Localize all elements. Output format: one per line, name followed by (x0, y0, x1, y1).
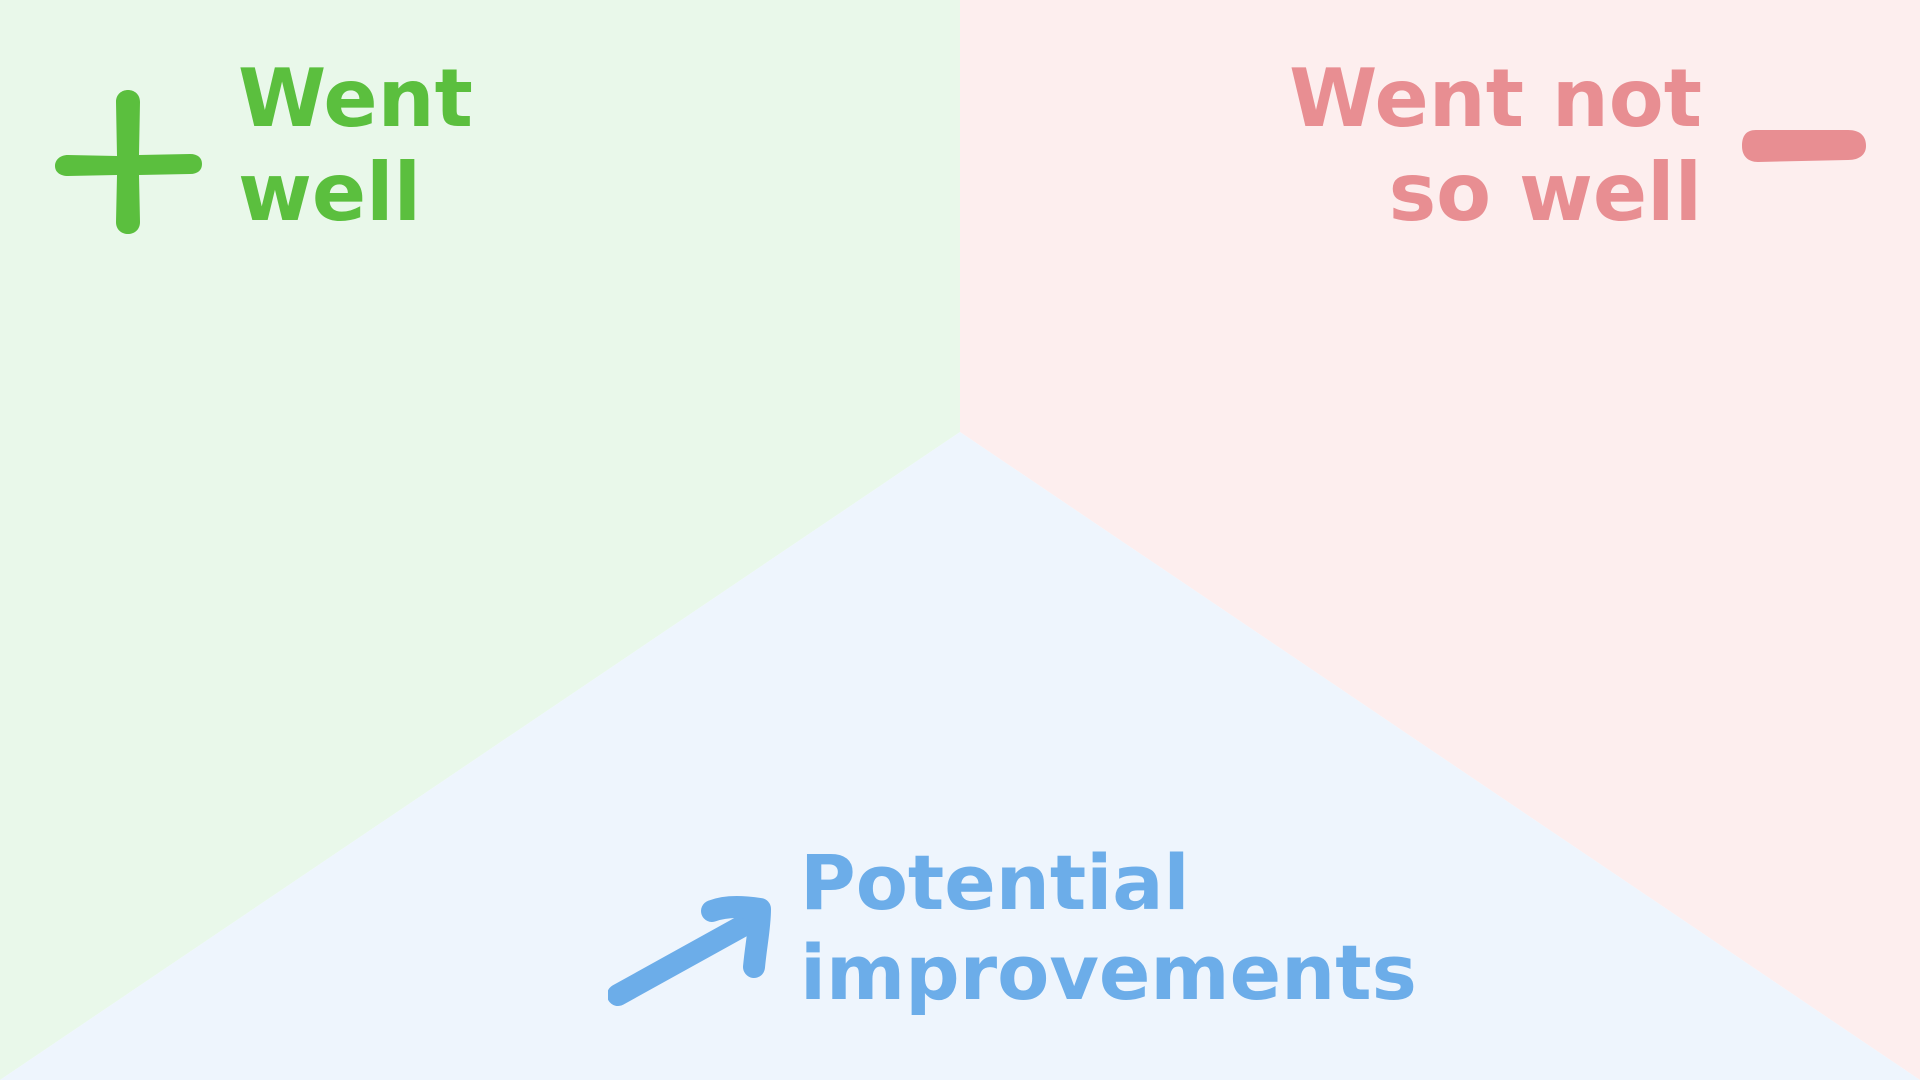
potential-line1: Potential (800, 838, 1190, 927)
went-not-line2: so well (1388, 146, 1702, 240)
went-well-line2: well (238, 146, 422, 240)
went-not-line1: Went not (1289, 52, 1702, 145)
went-not-so-well-section[interactable] (960, 0, 1920, 1080)
went-well-section[interactable] (0, 0, 960, 1080)
went-well-line1: Went (238, 52, 473, 145)
potential-improvements-section[interactable] (0, 432, 1920, 1080)
potential-improvements-title: Potential improvements (800, 838, 1417, 1017)
potential-line2: improvements (800, 927, 1417, 1017)
arrow-up-right-icon (608, 896, 771, 1006)
minus-icon (1742, 130, 1866, 162)
plus-icon (55, 90, 202, 234)
went-well-title: Went well (238, 52, 473, 241)
went-not-so-well-title: Went not so well (1289, 52, 1702, 241)
